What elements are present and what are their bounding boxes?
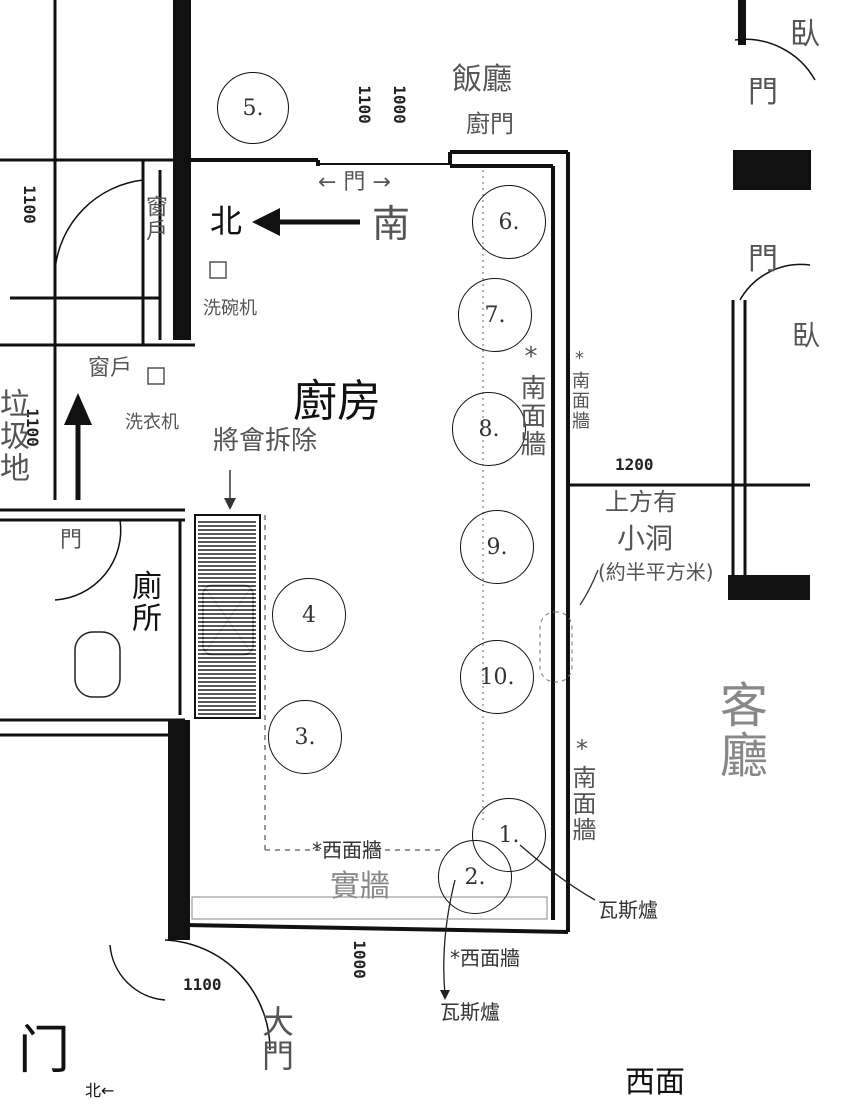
bottom-north-label: 北← xyxy=(85,1081,115,1100)
west-wall-lower-label: *西面牆 xyxy=(450,946,520,970)
position-circle-8: 8. xyxy=(452,392,526,466)
will-be-removed-label: 將會拆除 xyxy=(213,426,318,456)
kitchen-door-label: 廚門 xyxy=(466,110,514,138)
dining-room-label: 飯廳 xyxy=(452,62,512,97)
door-right-mid-label: 門 xyxy=(748,242,778,277)
thick-wall-left-top xyxy=(173,0,191,340)
toilet-label: 廁所 xyxy=(126,570,161,634)
position-circle-2: 2. xyxy=(438,840,512,914)
thick-wall-left-bottom xyxy=(168,720,190,940)
window-vertical-label: 窗戶 xyxy=(142,195,167,243)
thick-wall-right-upper xyxy=(738,0,746,45)
door-right-top-label: 門 xyxy=(748,75,778,110)
position-circle-4: 4 xyxy=(272,578,346,652)
south-wall-inner-label: *南面牆 xyxy=(516,342,546,458)
bottom-west-label: 西面 xyxy=(625,1065,685,1100)
thick-wall-right-top xyxy=(733,150,811,190)
position-circle-7: 7. xyxy=(458,278,532,352)
bedroom-top-label: 臥 xyxy=(790,17,820,52)
south-label: 南 xyxy=(372,202,411,246)
position-circle-3: 3. xyxy=(268,700,342,774)
dimension-bottom: 1000 xyxy=(349,940,369,979)
south-wall-outer-bottom-label: *南面牆 xyxy=(568,735,596,843)
main-door-label: 大門 xyxy=(257,1005,295,1073)
position-circle-9: 9. xyxy=(460,510,534,584)
position-circle-6: 6. xyxy=(472,185,546,259)
gas-stove-1-label: 瓦斯爐 xyxy=(598,898,658,922)
small-hole-line2: 小洞 xyxy=(617,522,674,555)
kitchen-title: 廚房 xyxy=(293,376,381,427)
dimension-right: 1200 xyxy=(615,455,654,474)
corner-mark-label: 门 xyxy=(18,1021,71,1081)
position-circle-5: 5. xyxy=(217,72,289,144)
living-room-label: 客廳 xyxy=(711,680,767,780)
door-horizontal-label: ← 門 → xyxy=(318,170,391,195)
solid-wall-label: 實牆 xyxy=(330,869,390,904)
north-label: 北 xyxy=(210,202,243,240)
dimension-top-door: 1000 xyxy=(389,85,409,124)
dimension-top-left: 1100 xyxy=(354,85,374,124)
toilet-door-label: 門 xyxy=(60,528,83,553)
west-wall-kitchen-label: *西面牆 xyxy=(312,838,382,862)
gas-stove-2-label: 瓦斯爐 xyxy=(440,1000,500,1024)
dishwasher-label: 洗碗机 xyxy=(203,298,257,319)
striped-panel xyxy=(198,520,256,715)
position-circle-10: 10. xyxy=(460,640,534,714)
thick-wall-right-bottom xyxy=(728,575,810,600)
trash-left-label: 垃圾地 xyxy=(0,388,29,484)
bedroom-mid-label: 臥 xyxy=(792,319,821,352)
small-hole-line3: (約半平方米) xyxy=(598,560,714,584)
south-wall-outer-top-label: *南面牆 xyxy=(569,348,590,431)
window-left-label: 窗戶 xyxy=(88,356,133,381)
washing-machine-label: 洗衣机 xyxy=(125,412,179,433)
dimension-left-upper: 1100 xyxy=(19,185,39,224)
small-hole-line1: 上方有 xyxy=(605,488,677,516)
dimension-bottom-left: 1100 xyxy=(183,975,222,994)
